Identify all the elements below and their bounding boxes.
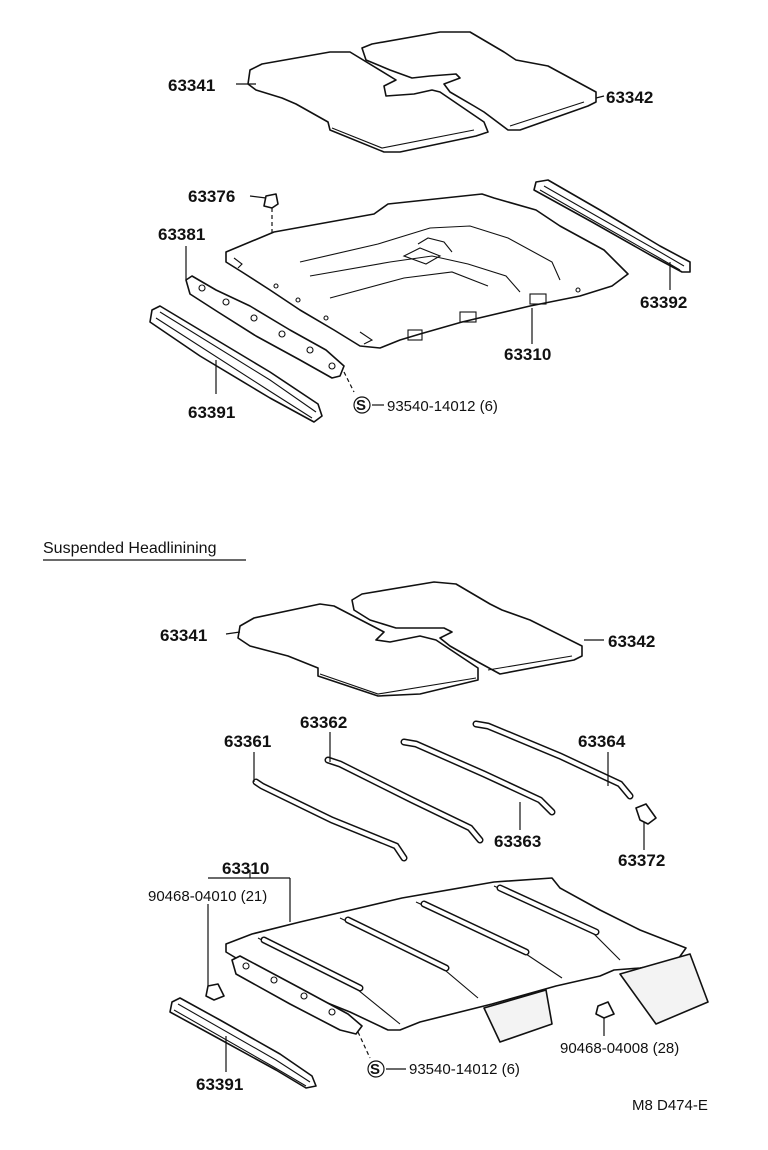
- label-63310-top: 63310: [504, 345, 551, 364]
- screw-symbol-letter-bottom: S: [370, 1061, 380, 1078]
- clip-63372: [635, 803, 657, 825]
- label-clip-90468-04010: 90468-04010 (21): [148, 888, 267, 905]
- pad-63342-bottom: [351, 581, 583, 675]
- rail-63391-bottom: [169, 997, 317, 1089]
- pad-63341-bottom: [237, 603, 479, 697]
- rod-63362: [324, 756, 484, 844]
- screw-symbol-bottom: [367, 1060, 385, 1078]
- label-screw-top: 93540-14012 (6): [387, 398, 498, 415]
- rod-63363: [400, 738, 556, 816]
- label-63341-bottom: 63341: [160, 626, 207, 645]
- rail-63392: [533, 179, 691, 273]
- headlining-63310-bottom: [225, 877, 709, 1059]
- pad-63342: [361, 31, 597, 131]
- label-63363: 63363: [494, 832, 541, 851]
- label-63362: 63362: [300, 713, 347, 732]
- clip-90468-04010: [205, 983, 225, 1001]
- pad-63341: [247, 51, 489, 153]
- clip-90468-04008: [595, 1001, 615, 1019]
- clip-63376: [263, 193, 279, 234]
- label-63364: 63364: [578, 732, 626, 751]
- label-63381: 63381: [158, 225, 205, 244]
- label-63376: 63376: [188, 187, 235, 206]
- screw-symbol-top: [353, 396, 371, 414]
- label-63392: 63392: [640, 293, 687, 312]
- rod-63361: [252, 778, 408, 862]
- label-63342-bottom: 63342: [608, 632, 655, 651]
- label-63391-bottom: 63391: [196, 1075, 243, 1094]
- label-63391-top: 63391: [188, 403, 235, 422]
- label-63341-top: 63341: [168, 76, 215, 95]
- label-63361: 63361: [224, 732, 271, 751]
- label-screw-bottom: 93540-14012 (6): [409, 1061, 520, 1078]
- figure-code: M8 D474-E: [632, 1097, 708, 1114]
- headlining-63310: [225, 193, 629, 349]
- label-63342-top: 63342: [606, 88, 653, 107]
- rail-63391-top: [149, 305, 323, 423]
- screw-symbol-letter-top: S: [356, 397, 366, 414]
- label-clip-90468-04008: 90468-04008 (28): [560, 1040, 679, 1057]
- label-63310-bottom: 63310: [222, 859, 269, 878]
- section-title: Suspended Headlinining: [43, 540, 216, 557]
- label-63372: 63372: [618, 851, 665, 870]
- rod-63364: [472, 720, 634, 800]
- bracket-63381: [185, 275, 355, 393]
